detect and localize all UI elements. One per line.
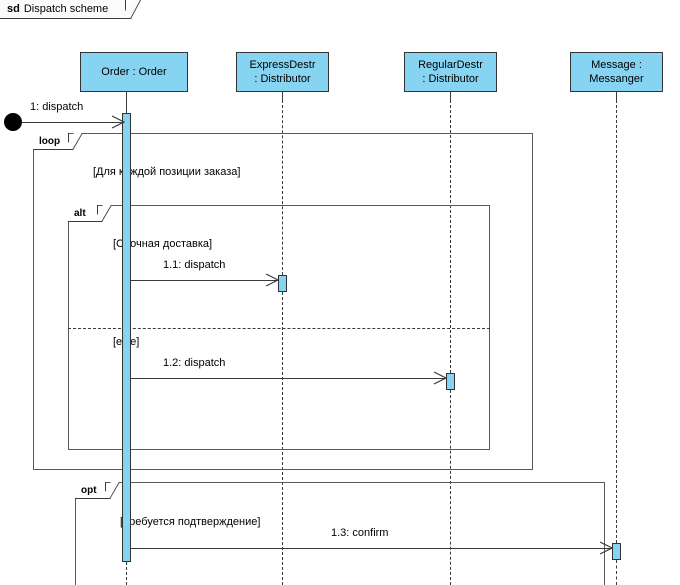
activation-bar-express-destr[interactable] [278,275,287,292]
message-arrowhead-1-3 [598,541,614,555]
lifeline-label-regular-destr-line1: RegularDestr [418,59,483,71]
diagram-title: Dispatch scheme [23,3,109,15]
lifeline-stem-express-destr [282,100,283,275]
lifeline-stem-regular-destr-tail [450,390,451,585]
lifeline-label-messenger-line2: Messanger [589,73,644,85]
fragment-opt-operator-label: opt [81,484,97,496]
lifeline-stem-regular-destr-stub [450,92,451,102]
lifeline-label-regular-destr-line2: : Distributor [422,73,479,85]
message-line-1-2[interactable] [131,378,446,379]
lifeline-label-order-line1: Order : Order [101,66,167,78]
diagram-title-tab: sd Dispatch scheme [0,0,126,19]
guard-loop-condition: [Для каждой позиции заказа] [93,166,240,179]
lifeline-stem-express-destr-stub [282,92,283,102]
message-arrowhead-1-1 [264,273,280,287]
fragment-loop[interactable] [33,133,533,470]
fragment-alt-operator-label: alt [74,207,86,219]
lifeline-stem-express-destr-tail [282,292,283,585]
message-text-1-2: 1.2: dispatch [163,357,226,369]
lifeline-stem-order-stub [126,92,127,114]
message-label-1-3: 1.3: confirm [331,527,388,540]
diagram-kind-keyword: sd [7,3,20,15]
guard-loop-text: [Для каждой позиции заказа] [93,166,241,178]
message-label-1: 1: dispatch [30,101,83,114]
lifeline-label-express-destr-line1: ExpressDestr [249,59,316,71]
message-arrowhead-1 [110,115,126,129]
guard-alt-text-1: [Срочная доставка] [113,238,213,250]
guard-opt-text: [Требуется подтверждение] [120,516,261,528]
message-text-1-3: 1.3: confirm [331,527,389,539]
fragment-alt[interactable] [68,205,490,450]
message-label-1-2: 1.2: dispatch [163,357,225,370]
message-line-1-3[interactable] [131,548,612,549]
lifeline-head-regular-destr[interactable]: RegularDestr : Distributor [404,52,497,92]
lifeline-label-express-destr-line2: : Distributor [254,73,311,85]
lifeline-head-messenger[interactable]: Message : Messanger [570,52,663,92]
message-arrowhead-1-2 [432,371,448,385]
fragment-opt[interactable] [75,482,605,585]
fragment-alt-divider [68,328,490,329]
activation-bar-messenger[interactable] [612,543,621,560]
lifeline-head-express-destr[interactable]: ExpressDestr : Distributor [236,52,329,92]
message-text-1: 1: dispatch [30,101,84,113]
lifeline-stem-regular-destr [450,100,451,373]
guard-opt-condition: [Требуется подтверждение] [120,516,260,529]
lifeline-head-order[interactable]: Order : Order [80,52,188,92]
fragment-loop-operator: loop [33,133,69,150]
message-text-1-1: 1.1: dispatch [163,259,226,271]
message-label-1-1: 1.1: dispatch [163,259,225,272]
lifeline-stem-messenger [616,100,617,543]
activation-bar-regular-destr[interactable] [446,373,455,390]
activation-bar-order[interactable] [122,113,131,562]
message-line-1-1[interactable] [131,280,278,281]
lifeline-stem-messenger-tail [616,560,617,585]
fragment-loop-operator-label: loop [39,135,61,147]
lifeline-stem-messenger-stub [616,92,617,102]
lifeline-stem-order-tail [126,562,127,585]
found-message-start-node [4,113,22,131]
guard-alt-condition-1: [Срочная доставка] [113,238,212,251]
lifeline-label-messenger-line1: Message : [591,59,642,71]
message-line-1[interactable] [22,122,124,123]
